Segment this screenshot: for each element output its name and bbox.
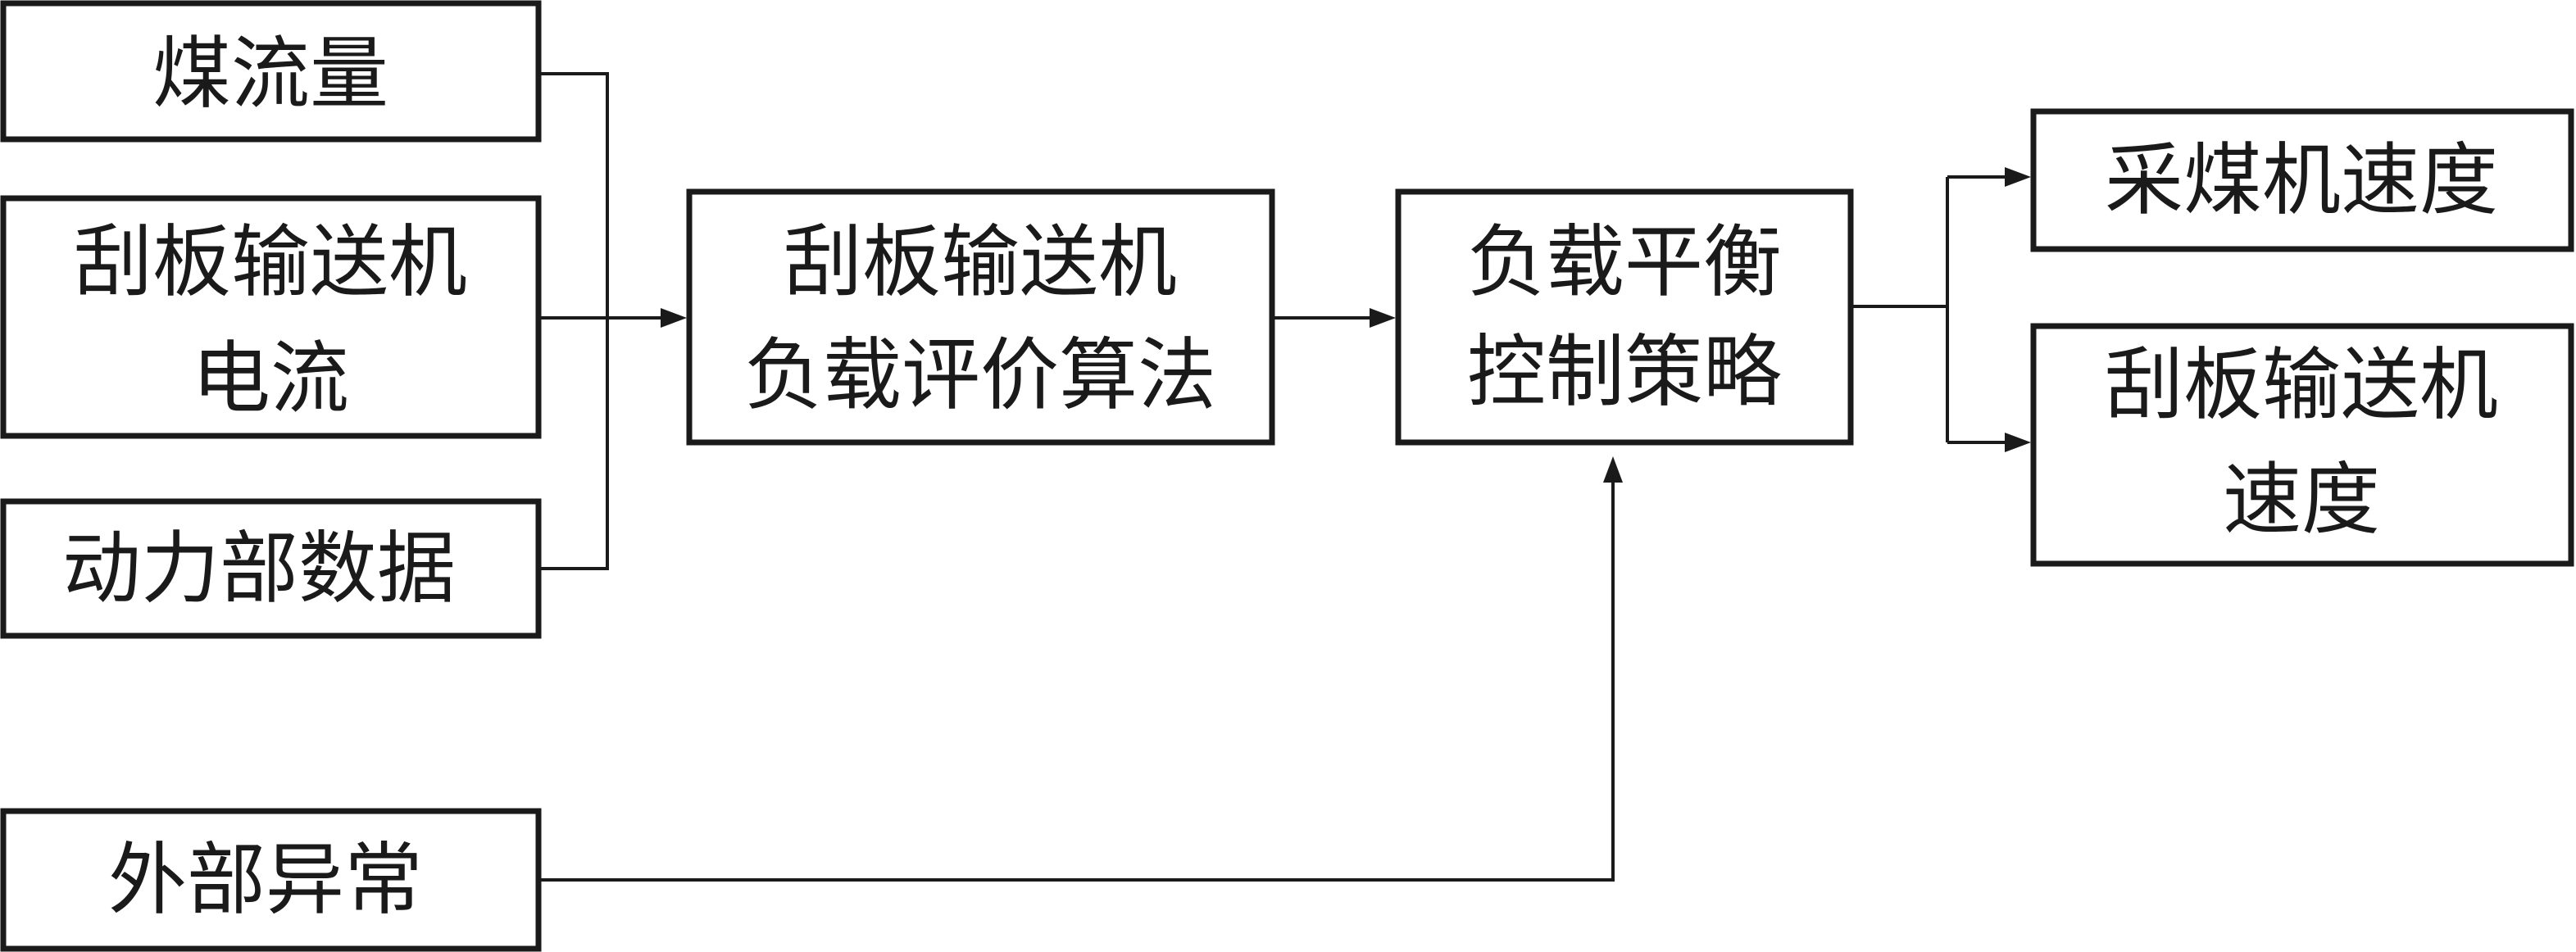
output-conveyor-speed: 刮板输送机 速度 [2030,323,2574,567]
input-conveyor-current: 刮板输送机 电流 [0,195,542,439]
output-shearer-speed: 采煤机速度 [2030,108,2574,252]
control-strategy-box: 负载平衡 控制策略 [1395,188,1854,446]
input-external-anomaly: 外部异常 [0,808,542,952]
input-power-data: 动力部数据 [0,498,542,639]
connectors [538,72,2031,882]
connector-power-data [538,318,609,570]
input-external-anomaly-label: 外部异常 [108,834,423,926]
input-coal-flow: 煤流量 [0,0,542,143]
evaluation-label-1: 刮板输送机 [784,216,1177,308]
input-conveyor-current-label-2: 电流 [192,333,349,424]
connector-coal-flow [538,72,609,318]
input-conveyor-current-label-1: 刮板输送机 [74,216,467,308]
output-conveyor-speed-label-2: 速度 [2223,454,2380,546]
arrowhead-to-conveyor-speed [2005,433,2031,452]
arrowhead-to-strategy [1370,308,1396,328]
evaluation-algorithm-box: 刮板输送机 负载评价算法 [686,188,1275,446]
arrowhead-to-shearer-speed [2005,167,2031,187]
connector-anomaly-to-strategy [538,479,1615,882]
output-conveyor-speed-label-1: 刮板输送机 [2105,339,2498,431]
input-coal-flow-label: 煤流量 [152,28,388,120]
input-power-data-label: 动力部数据 [62,523,456,614]
evaluation-label-2: 负载评价算法 [744,329,1216,421]
arrowhead-to-evaluation [661,308,687,328]
strategy-label-2: 控制策略 [1467,326,1782,418]
strategy-label-1: 负载平衡 [1467,216,1782,308]
output-shearer-speed-label: 采煤机速度 [2105,134,2498,226]
arrowhead-anomaly-to-strategy [1603,456,1623,483]
